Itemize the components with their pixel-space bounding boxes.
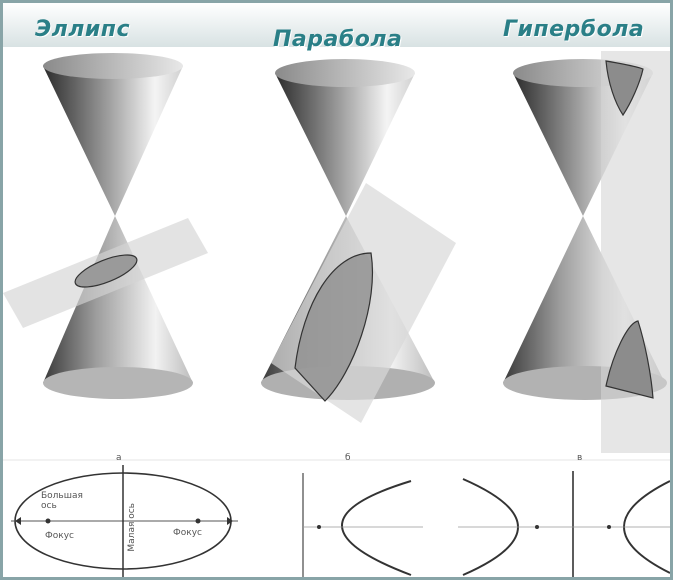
- panel-letter-b: б: [345, 453, 351, 463]
- panel-letter-a: а: [116, 453, 122, 463]
- title-hyperbola: Гипербола: [503, 17, 645, 42]
- label-focus-left: Фокус: [45, 531, 74, 541]
- title-parabola: Парабола: [273, 27, 403, 52]
- title-ellipse: Эллипс: [35, 17, 131, 42]
- ellipse-2d: [11, 465, 238, 577]
- focus-left-point: [45, 518, 51, 524]
- hyperbola-cone: [503, 51, 670, 453]
- focus-right-point: [195, 518, 201, 524]
- parabola-2d: [302, 473, 423, 577]
- ellipse-section: [74, 254, 138, 288]
- parabola-cone: [261, 59, 456, 423]
- hyperbola-lower-branch: [605, 320, 654, 399]
- ellipse-cone: [3, 53, 208, 399]
- title-band: [3, 3, 670, 47]
- panel-letter-c: в: [577, 453, 583, 463]
- conic-sections-illustration: [3, 51, 670, 577]
- upper-nappe: [43, 66, 183, 216]
- lower-nappe: [43, 216, 193, 383]
- vertex: [317, 525, 321, 529]
- hyperbola-upper-branch: [605, 60, 644, 117]
- lower-rim: [43, 367, 193, 399]
- upper-rim: [43, 53, 183, 79]
- label-minor-axis: Малая ось: [127, 503, 137, 552]
- label-major-axis: Большая ось: [41, 491, 83, 511]
- label-focus-right: Фокус: [173, 528, 202, 538]
- hyperbola-2d: [458, 471, 670, 577]
- parabola-section: [294, 252, 373, 402]
- upper-nappe: [275, 73, 415, 216]
- upper-rim: [275, 59, 415, 87]
